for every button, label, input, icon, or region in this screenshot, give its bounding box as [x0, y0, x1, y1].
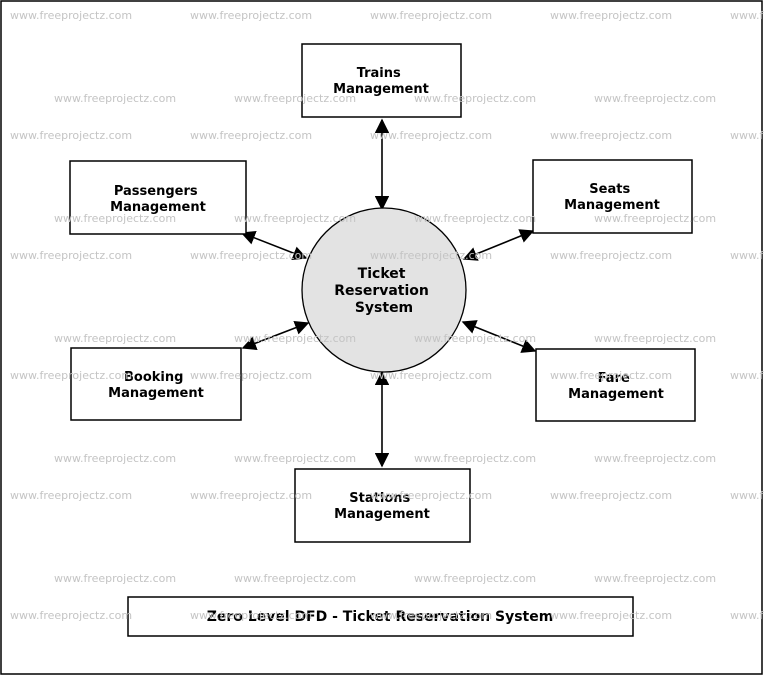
watermark-text: www.freeprojectz.com [550, 489, 672, 502]
watermark-text: www.freeprojectz.com [594, 452, 716, 465]
watermark-text: www.freeprojectz.com [414, 572, 536, 585]
watermark-text: www.freeprojectz.com [234, 572, 356, 585]
entity-label-line-2: Management [564, 198, 660, 213]
watermark-text: www.freeprojectz.com [594, 332, 716, 345]
process-ticket-reservation-system: Ticket Reservation System [301, 207, 467, 373]
watermark-text: www.freeprojectz.com [550, 9, 672, 22]
watermark-text: www.freeprojectz.com [10, 609, 132, 622]
caption-box [127, 596, 634, 637]
watermark-text: www.freeprojectz.com [730, 609, 764, 622]
entity-label: Seats Management [564, 182, 660, 213]
watermark-text: www.freeprojectz.com [190, 9, 312, 22]
watermark-text: www.freeprojectz.com [550, 369, 672, 382]
entity-seats: Seats Management [532, 159, 693, 234]
watermark-text: www.freeprojectz.com [414, 452, 536, 465]
watermark-text: www.freeprojectz.com [730, 369, 764, 382]
entity-label-line-2: Management [333, 82, 429, 97]
watermark-text: www.freeprojectz.com [234, 332, 356, 345]
watermark-text: www.freeprojectz.com [54, 212, 176, 225]
entity-label: Fare Management [568, 371, 664, 402]
watermark-text: www.freeprojectz.com [594, 92, 716, 105]
watermark-text: www.freeprojectz.com [370, 249, 492, 262]
process-label-line-3: System [355, 300, 413, 316]
watermark-text: www.freeprojectz.com [550, 129, 672, 142]
process-label: Ticket Reservation System [334, 266, 434, 316]
entity-label-line-1: Stations [349, 491, 410, 506]
entity-label-line-2: Management [334, 507, 430, 522]
diagram-caption: Zero Level DFD - Ticket Reservation Syst… [127, 596, 634, 637]
flow-passengers [240, 231, 308, 260]
watermark-text: www.freeprojectz.com [370, 129, 492, 142]
entity-box [294, 468, 471, 543]
watermark-text: www.freeprojectz.com [234, 92, 356, 105]
watermark-text: www.freeprojectz.com [730, 9, 764, 22]
entity-label: Passengers Management [110, 184, 206, 215]
watermark-text: www.freeprojectz.com [54, 92, 176, 105]
process-label-line-1: Ticket [358, 266, 406, 282]
entity-box [535, 348, 696, 422]
watermark-text: www.freeprojectz.com [54, 332, 176, 345]
watermark-text: www.freeprojectz.com [370, 369, 492, 382]
watermark-text: www.freeprojectz.com [10, 249, 132, 262]
watermark-text: www.freeprojectz.com [234, 452, 356, 465]
watermark-text: www.freeprojectz.com [234, 212, 356, 225]
watermark-text: www.freeprojectz.com [10, 129, 132, 142]
entity-label-line-1: Seats [589, 182, 630, 197]
watermark-text: www.freeprojectz.com [414, 332, 536, 345]
entity-box [301, 43, 462, 118]
entity-booking: Booking Management [70, 347, 242, 421]
watermark-text: www.freeprojectz.com [10, 9, 132, 22]
caption-text: Zero Level DFD - Ticket Reservation Syst… [207, 609, 554, 625]
watermark-text: www.freeprojectz.com [190, 489, 312, 502]
watermark-text: www.freeprojectz.com [370, 609, 492, 622]
entity-box [532, 159, 693, 234]
watermark-text: www.freeprojectz.com [190, 129, 312, 142]
watermark-text: www.freeprojectz.com [594, 212, 716, 225]
watermark-text: www.freeprojectz.com [190, 249, 312, 262]
entity-label-line-1: Booking [124, 370, 183, 385]
entity-label-line-2: Management [568, 387, 664, 402]
entity-trains: Trains Management [301, 43, 462, 118]
flow-fare [461, 320, 537, 353]
entity-stations: Stations Management [294, 468, 471, 543]
watermark-text: www.freeprojectz.com [414, 92, 536, 105]
entity-fare: Fare Management [535, 348, 696, 422]
watermark-text: www.freeprojectz.com [190, 369, 312, 382]
watermark-text: www.freeprojectz.com [730, 129, 764, 142]
watermark-text: www.freeprojectz.com [10, 369, 132, 382]
watermark-text: www.freeprojectz.com [730, 489, 764, 502]
watermark-text: www.freeprojectz.com [10, 489, 132, 502]
watermark-text: www.freeprojectz.com [54, 452, 176, 465]
entity-label-line-2: Management [108, 386, 204, 401]
entity-label: Booking Management [108, 370, 204, 401]
flow-booking [241, 320, 310, 351]
entity-label-line-1: Fare [598, 371, 630, 386]
watermark-text: www.freeprojectz.com [370, 9, 492, 22]
entity-label: Stations Management [334, 491, 430, 522]
entity-box [69, 160, 247, 235]
watermark-text: www.freeprojectz.com [550, 249, 672, 262]
flow-seats [462, 229, 535, 261]
watermark-text: www.freeprojectz.com [594, 572, 716, 585]
watermark-text: www.freeprojectz.com [54, 572, 176, 585]
entity-label-line-2: Management [110, 200, 206, 215]
watermark-text: www.freeprojectz.com [414, 212, 536, 225]
entity-label-line-1: Passengers [114, 184, 198, 199]
process-circle [301, 207, 467, 373]
entity-label: Trains Management [333, 66, 429, 97]
watermark-text: www.freeprojectz.com [550, 609, 672, 622]
connector-layer [240, 118, 537, 468]
watermark-overlay: www.freeprojectz.com www.freeprojectz.com… [10, 9, 764, 622]
watermark-text: www.freeprojectz.com [730, 249, 764, 262]
entity-box [70, 347, 242, 421]
process-label-line-2: Reservation [334, 283, 429, 299]
watermark-text: www.freeprojectz.com [370, 489, 492, 502]
entity-passengers: Passengers Management [69, 160, 247, 235]
entity-label-line-1: Trains [357, 66, 401, 81]
watermark-text: www.freeprojectz.com [190, 609, 312, 622]
